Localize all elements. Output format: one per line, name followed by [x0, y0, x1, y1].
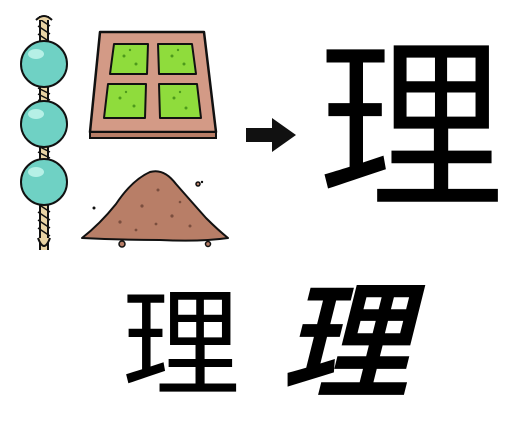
- jade-beads-icon: [20, 15, 68, 250]
- brush-character: 理: [282, 269, 408, 417]
- print-character: 理: [122, 276, 241, 414]
- right-arrow-icon: [246, 118, 296, 152]
- soil-pile-icon: [81, 170, 229, 248]
- modern-character: 理: [318, 20, 505, 237]
- rice-field-icon: [88, 30, 218, 139]
